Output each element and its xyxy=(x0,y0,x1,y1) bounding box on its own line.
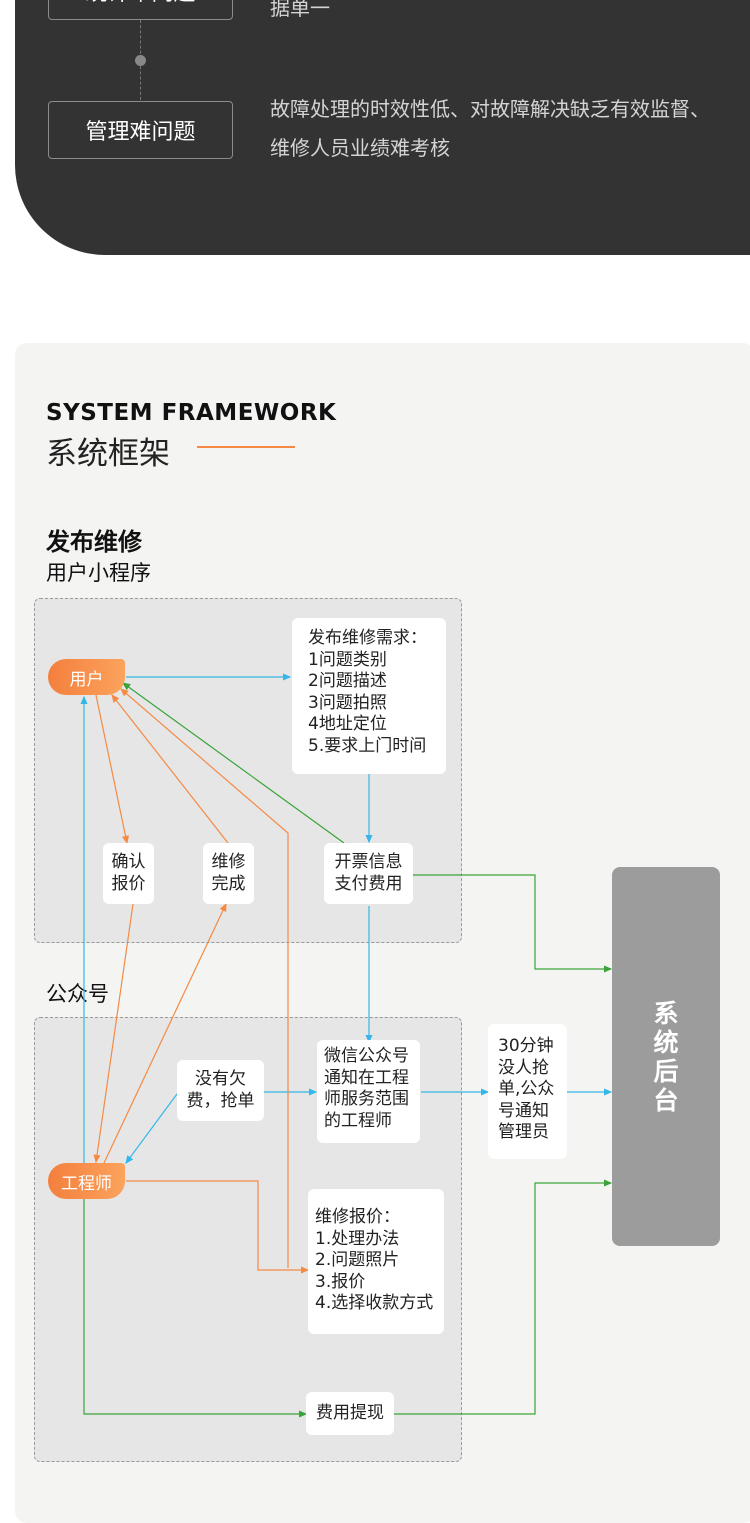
arrow-invoice-to-user xyxy=(122,682,345,844)
repair-quote-line: 1.处理办法 xyxy=(315,1228,400,1249)
repair-quote-line: 3.报价 xyxy=(315,1271,366,1292)
framework-title-cn: 系统框架 xyxy=(46,436,170,472)
group-label-miniprogram: 用户小程序 xyxy=(46,561,151,585)
arrow-engineer-to-done xyxy=(103,902,227,1164)
post-request-line: 5.要求上门时间 xyxy=(308,735,427,756)
arrow-invoice-to-backend xyxy=(413,874,613,973)
engineer-node: 工程师 xyxy=(48,1163,125,1199)
post-request-line: 4地址定位 xyxy=(308,714,387,734)
withdraw-box: 费用提现 xyxy=(306,1392,394,1435)
invoice-pay-box: 开票信息支付费用 xyxy=(324,843,413,904)
post-request-line: 2问题描述 xyxy=(308,671,387,691)
post-request-box: 发布维修需求： 1问题类别 2问题描述 3问题拍照 4地址定位 5.要求上门时间 xyxy=(292,618,446,774)
problem-desc: 故障处理的时效性低、对故障解决缺乏有效监督、维修人员业绩难考核 xyxy=(270,97,710,160)
arrow-engineer-to-quote xyxy=(126,1180,310,1274)
post-request-line: 发布维修需求： xyxy=(308,628,427,648)
problem-tag: 管理难问题 xyxy=(48,101,233,159)
problem-panel xyxy=(15,0,750,255)
arrow-engineer-to-withdraw xyxy=(83,1198,308,1418)
repair-quote-line: 2.问题照片 xyxy=(315,1250,400,1270)
arrow-user-to-confirm xyxy=(95,694,130,845)
timeout-notify-box: 30分钟没人抢单,公众号通知管理员 xyxy=(488,1024,567,1159)
section-title: 发布维修 xyxy=(46,528,142,556)
arrow-confirm-to-engineer xyxy=(93,903,134,1164)
arrow-done-to-user xyxy=(111,694,229,844)
repair-quote-box: 维修报价： 1.处理办法 2.问题照片 3.报价 4.选择收款方式 xyxy=(308,1189,444,1334)
group-label-official-account: 公众号 xyxy=(46,982,109,1006)
problem-desc: 据单一 xyxy=(270,0,330,20)
arrow-grab-to-engineer xyxy=(125,1093,178,1164)
grab-order-box: 没有欠费，抢单 xyxy=(177,1060,264,1121)
arrow-withdraw-to-backend xyxy=(394,1179,613,1415)
arrow-quote-to-user xyxy=(120,688,289,1268)
post-request-line: 1问题类别 xyxy=(308,649,387,670)
timeline-dot xyxy=(135,55,146,66)
repair-quote-line: 4.选择收款方式 xyxy=(315,1293,434,1313)
problem-tag: 统计难问题 xyxy=(48,0,233,20)
post-request-line: 3问题拍照 xyxy=(308,692,387,713)
system-backend-label: 系统后台 xyxy=(653,998,679,1115)
repair-quote-line: 维修报价： xyxy=(315,1207,400,1227)
title-underline xyxy=(197,446,295,448)
user-node: 用户 xyxy=(48,659,125,695)
confirm-quote-box: 确认报价 xyxy=(103,843,154,904)
framework-title-en: SYSTEM FRAMEWORK xyxy=(46,400,337,426)
repair-done-box: 维修完成 xyxy=(203,843,254,904)
wechat-notify-box: 微信公众号通知在工程师服务范围的工程师 xyxy=(317,1040,420,1143)
system-backend: 系统后台 xyxy=(612,867,720,1246)
